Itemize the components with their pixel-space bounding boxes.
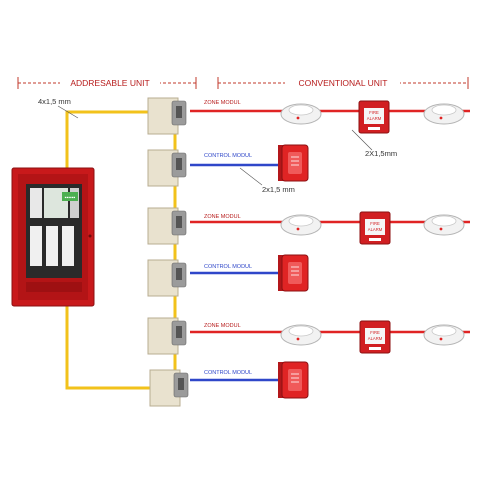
call-point-text-bottom: ALARM — [368, 336, 383, 341]
zone-module-label-2: ZONE MODUL — [204, 214, 241, 220]
loop-cable-leader — [57, 105, 79, 119]
sounder-icon — [278, 361, 309, 399]
zone-cable-label: 2X1,5mm — [365, 149, 397, 158]
module-control-1: CONTROL MODUL — [147, 149, 252, 187]
smoke-detector-icon — [280, 324, 322, 346]
sounder-icon — [278, 144, 309, 182]
module-control-2: CONTROL MODUL — [147, 259, 252, 297]
panel-screen-text: ▪▪▪▪▪▪ — [65, 195, 76, 201]
smoke-detector-icon — [280, 214, 322, 236]
zone-module-label-3: ZONE MODUL — [204, 323, 241, 329]
module-zone-3: ZONE MODUL — [147, 317, 241, 355]
zone-cable-leader — [351, 129, 373, 151]
control-cable-leader — [239, 167, 263, 186]
conventional-unit-title: CONVENTIONAL UNIT — [299, 78, 388, 88]
smoke-detector-icon — [423, 214, 465, 236]
call-point-text-top: FIRE — [370, 330, 380, 335]
module-zone-1: ZONE MODUL — [147, 97, 241, 135]
call-point-text-top: FIRE — [370, 221, 380, 226]
smoke-detector-icon — [423, 324, 465, 346]
module-control-3: CONTROL MODUL — [149, 369, 252, 407]
call-point-text-top: FIRE — [369, 110, 379, 115]
control-module-label-2: CONTROL MODUL — [204, 264, 252, 270]
fire-alarm-control-panel-icon: ▪▪▪▪▪▪ — [11, 167, 95, 307]
control-module-label-1: CONTROL MODUL — [204, 153, 252, 159]
control-module-label-3: CONTROL MODUL — [204, 370, 252, 376]
manual-call-point-icon: FIRE ALARM — [358, 100, 390, 134]
manual-call-point-icon: FIRE ALARM — [359, 320, 391, 354]
addressable-unit-heading: ADDRESABLE UNIT — [17, 75, 197, 89]
smoke-detector-icon — [423, 103, 465, 125]
module-zone-2: ZONE MODUL — [147, 207, 241, 245]
loop-cable-label: 4x1,5 mm — [38, 97, 71, 106]
call-point-text-bottom: ALARM — [367, 116, 382, 121]
manual-call-point-icon: FIRE ALARM — [359, 211, 391, 245]
conventional-unit-heading: CONVENTIONAL UNIT — [217, 75, 469, 89]
loop-wiring — [65, 110, 177, 395]
sounder-icon — [278, 254, 309, 292]
zone-module-label-1: ZONE MODUL — [204, 100, 241, 106]
smoke-detector-icon — [280, 103, 322, 125]
addressable-unit-title: ADDRESABLE UNIT — [70, 78, 149, 88]
control-cable-label: 2x1,5 mm — [262, 185, 295, 194]
call-point-text-bottom: ALARM — [368, 227, 383, 232]
